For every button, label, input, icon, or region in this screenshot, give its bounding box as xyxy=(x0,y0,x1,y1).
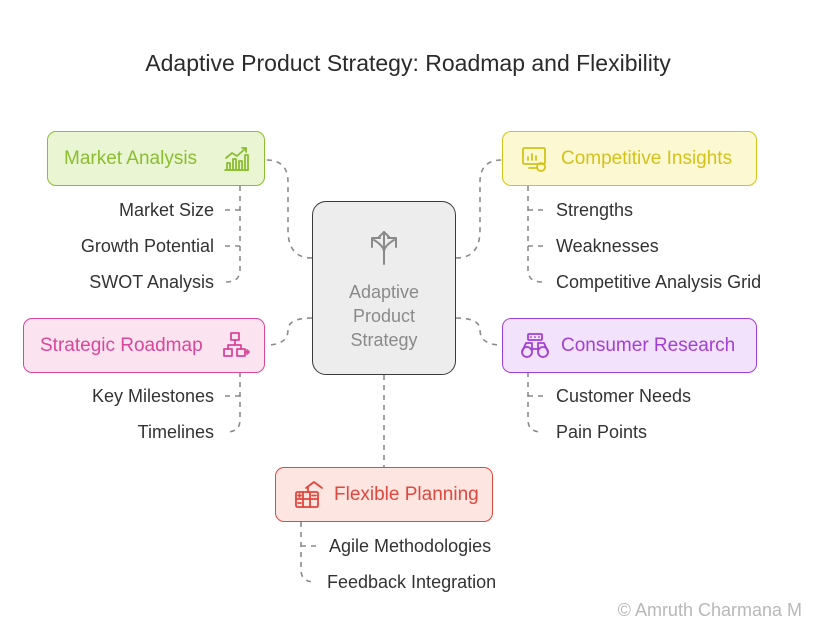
leaf-timelines: Timelines xyxy=(137,422,214,442)
copyright-watermark: © Amruth Charmana M xyxy=(617,600,802,620)
monitor-chart-icon xyxy=(519,143,551,175)
central-topic-line-3: Strategy xyxy=(350,330,418,350)
calculator-house-icon xyxy=(292,479,324,511)
leaf-pain-points: Pain Points xyxy=(556,422,648,442)
leaf-feedback-integration: Feedback Integration xyxy=(327,572,497,592)
connector-market xyxy=(265,159,313,259)
connector-flexible-children xyxy=(300,522,316,583)
connector-roadmap-children xyxy=(225,372,241,433)
branch-label: Flexible Planning xyxy=(334,483,479,505)
connector-consumer-children xyxy=(527,372,543,433)
binoculars-icon xyxy=(519,330,551,362)
branch-market-analysis: Market Analysis xyxy=(47,131,265,186)
leaf-strengths: Strengths xyxy=(556,200,634,220)
split-arrows-icon xyxy=(362,224,406,274)
leaf-customer-needs: Customer Needs xyxy=(556,386,692,406)
connector-market-children xyxy=(225,186,241,283)
flowchart-icon xyxy=(220,330,252,362)
leaf-key-milestones: Key Milestones xyxy=(91,386,214,406)
connector-competitive-children xyxy=(527,186,543,283)
branch-consumer-research: Consumer Research xyxy=(502,318,757,373)
leaf-swot-analysis: SWOT Analysis xyxy=(89,272,214,292)
leaf-market-size: Market Size xyxy=(118,200,214,220)
branch-strategic-roadmap: Strategic Roadmap xyxy=(23,318,265,373)
branch-label: Strategic Roadmap xyxy=(40,334,203,356)
connector-roadmap xyxy=(265,317,313,346)
branch-label: Consumer Research xyxy=(561,334,736,356)
central-topic-line-2: Product xyxy=(352,306,416,326)
branch-competitive-insights: Competitive Insights xyxy=(502,131,757,186)
connector-competitive xyxy=(455,159,503,259)
branch-flexible-planning: Flexible Planning xyxy=(275,467,493,522)
diagram-title: Adaptive Product Strategy: Roadmap and F… xyxy=(145,50,671,76)
leaf-weaknesses: Weaknesses xyxy=(556,236,659,256)
central-topic-line-1: Adaptive xyxy=(348,282,420,302)
central-topic: Adaptive Product Strategy xyxy=(312,201,456,375)
growth-chart-icon xyxy=(220,143,252,175)
leaf-growth-potential: Growth Potential xyxy=(80,236,214,256)
connector-consumer xyxy=(455,317,503,346)
branch-label: Market Analysis xyxy=(64,147,198,169)
branch-label: Competitive Insights xyxy=(561,147,733,169)
leaf-competitive-analysis-grid: Competitive Analysis Grid xyxy=(556,272,762,292)
leaf-agile-methodologies: Agile Methodologies xyxy=(329,536,492,556)
